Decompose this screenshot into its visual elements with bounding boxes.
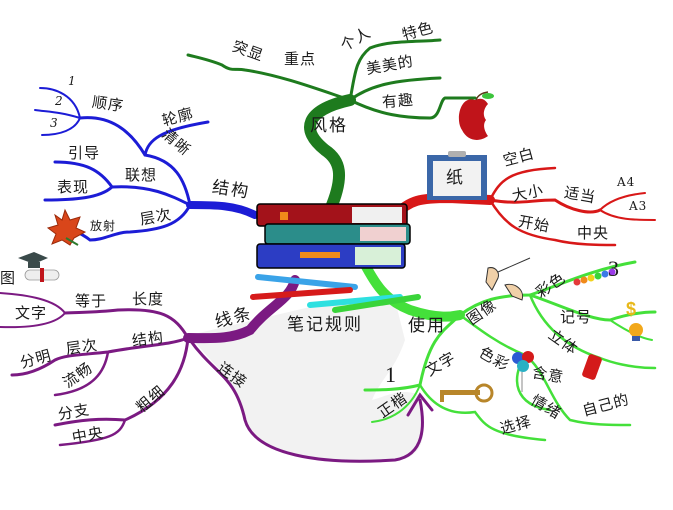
branch-label-style: 风格 [310, 116, 348, 136]
lines-image: 图 [0, 269, 17, 287]
lines-text: 文字 [15, 304, 48, 322]
paper-size-a4: A4 [617, 175, 636, 189]
assoc-guide: 引导 [68, 144, 101, 162]
dollar-icon: $ [626, 299, 636, 319]
pencils-icon [250, 274, 421, 313]
structure-association: 联想 [125, 166, 158, 184]
key-icon [440, 383, 494, 403]
lines-length: 长度 [132, 290, 165, 308]
branch-label-paper: 纸 [446, 168, 465, 188]
center-title: 笔记规则 [287, 315, 363, 335]
branch-label-structure: 结构 [210, 177, 252, 203]
apple-icon [458, 91, 494, 140]
lines-equal: 等于 [75, 292, 108, 310]
maple-leaf-icon [46, 208, 87, 246]
connect-region [190, 300, 424, 464]
order-item-3: 3 [50, 116, 59, 130]
rainbow-beads-icon [573, 268, 616, 286]
lines-layers: 层次 [64, 335, 100, 359]
branch-use [355, 250, 657, 442]
use-color-number: 3 [608, 256, 620, 281]
graduation-icon [18, 252, 60, 282]
balloons-icon [512, 351, 534, 392]
branch-structure [34, 87, 259, 242]
use-text-number: 1 [385, 362, 397, 387]
order-item-1: 1 [68, 74, 77, 88]
order-item-2: 2 [55, 94, 64, 108]
books-icon [256, 203, 411, 269]
soda-can-icon [582, 354, 602, 380]
style-item-focus: 重点 [284, 50, 317, 68]
structure-order: 顺序 [90, 92, 126, 116]
lightbulb-icon [629, 323, 643, 341]
svg-text:$: $ [626, 299, 636, 319]
branch-label-use: 使用 [408, 316, 446, 336]
style-item-fun: 有趣 [381, 90, 415, 112]
clipboard-icon [427, 151, 487, 200]
conductor-hands-icon [485, 257, 531, 301]
use-symbol: 记号 [560, 308, 593, 326]
structure-radiate: 放射 [90, 219, 117, 233]
branch-connect [188, 338, 434, 463]
paper-center: 中央 [577, 224, 610, 242]
paper-size-a3: A3 [629, 199, 648, 213]
branch-style [186, 38, 477, 216]
lines-structure: 结构 [130, 327, 166, 351]
assoc-express: 表现 [57, 178, 90, 196]
